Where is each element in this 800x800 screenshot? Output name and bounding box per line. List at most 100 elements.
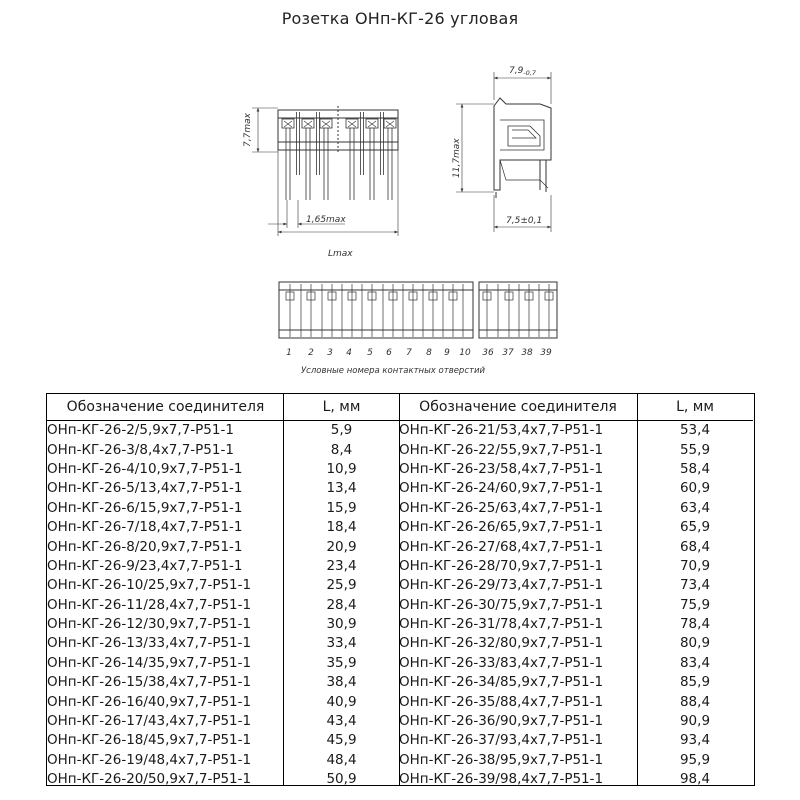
pin-number: 8 <box>426 348 432 358</box>
pin-number: 36 <box>482 348 494 358</box>
column-header-length: L, мм <box>284 394 399 421</box>
pin-number: 6 <box>386 348 392 358</box>
connector-length: 75,9 <box>679 596 711 613</box>
connector-designation: ОНп-КГ-26-4/10,9х7,7-Р51-1 <box>47 460 243 477</box>
column-header-designation: Обозначение соединителя <box>399 394 637 421</box>
connector-designation: ОНп-КГ-26-8/20,9х7,7-Р51-1 <box>47 538 243 555</box>
pin-number: 7 <box>406 348 412 358</box>
dim-base: 7,5±0,1 <box>506 216 542 226</box>
table-divider <box>637 394 638 785</box>
dim-width-top-value: 7,9 <box>509 66 524 76</box>
connector-length: 53,4 <box>679 422 711 439</box>
connector-designation: ОНп-КГ-26-16/40,9х7,7-Р51-1 <box>47 693 252 710</box>
connector-designation: ОНп-КГ-26-27/68,4х7,7-Р51-1 <box>399 538 604 555</box>
connector-length: 8,4 <box>330 441 353 458</box>
column-header-designation: Обозначение соединителя <box>47 394 284 421</box>
connector-designation: ОНп-КГ-26-26/65,9х7,7-Р51-1 <box>399 519 604 536</box>
connector-length: 45,9 <box>326 732 357 749</box>
connector-length: 33,4 <box>326 635 357 652</box>
dim-height-left: 7,7max <box>243 112 253 147</box>
connector-designation: ОНп-КГ-26-2/5,9х7,7-Р51-1 <box>47 422 234 439</box>
connector-length: 30,9 <box>326 616 357 633</box>
table-header-row: Обозначение соединителя L, мм Обозначени… <box>47 394 753 421</box>
connector-length: 50,9 <box>326 771 357 788</box>
connector-designation: ОНп-КГ-26-18/45,9х7,7-Р51-1 <box>47 732 252 749</box>
connector-designation: ОНп-КГ-26-3/8,4х7,7-Р51-1 <box>47 441 234 458</box>
pin-number: 2 <box>308 348 314 358</box>
connector-designation: ОНп-КГ-26-5/13,4х7,7-Р51-1 <box>47 480 243 497</box>
table-row: ОНп-КГ-26-17/43,4х7,7-Р51-1 43,4 ОНп-КГ-26… <box>47 712 753 731</box>
connector-length: 88,4 <box>679 693 711 710</box>
connector-length: 70,9 <box>679 557 711 574</box>
pin-number: 9 <box>444 348 450 358</box>
connector-designation: ОНп-КГ-26-17/43,4х7,7-Р51-1 <box>47 713 252 730</box>
connector-length: 95,9 <box>679 751 711 768</box>
connector-drawing: 7,7max 1,65max Lmax 7,9-0,7 11,7max 7,5±… <box>243 66 558 358</box>
table-row: ОНп-КГ-26-4/10,9х7,7-Р51-1 10,9 ОНп-КГ-26-… <box>47 460 753 479</box>
connector-length: 58,4 <box>679 460 711 477</box>
connector-designation: ОНп-КГ-26-25/63,4х7,7-Р51-1 <box>399 499 604 516</box>
connector-length: 78,4 <box>679 616 711 633</box>
table-divider <box>399 394 400 785</box>
connector-length: 25,9 <box>326 577 357 594</box>
connector-length: 90,9 <box>679 713 711 730</box>
connector-designation: ОНп-КГ-26-24/60,9х7,7-Р51-1 <box>399 480 604 497</box>
dim-length: Lmax <box>328 249 353 259</box>
pin-number: 4 <box>346 348 352 358</box>
pin-number: 10 <box>459 348 471 358</box>
connector-designation: ОНп-КГ-26-36/90,9х7,7-Р51-1 <box>399 713 604 730</box>
table-row: ОНп-КГ-26-3/8,4х7,7-Р51-1 8,4 ОНп-КГ-26-22… <box>47 440 753 459</box>
table-row: ОНп-КГ-26-13/33,4х7,7-Р51-1 33,4 ОНп-КГ-26… <box>47 634 753 653</box>
connector-designation: ОНп-КГ-26-30/75,9х7,7-Р51-1 <box>399 596 604 613</box>
connector-length: 98,4 <box>679 771 711 788</box>
page-title: Розетка ОНп-КГ-26 угловая <box>281 9 519 28</box>
dim-height-right: 11,7max <box>452 138 462 178</box>
connector-designation: ОНп-КГ-26-35/88,4х7,7-Р51-1 <box>399 693 604 710</box>
connector-designation: ОНп-КГ-26-23/58,4х7,7-Р51-1 <box>399 460 604 477</box>
dim-width-top-tolerance: -0,7 <box>523 69 537 77</box>
pin-number: 38 <box>521 348 533 358</box>
table-row: ОНп-КГ-26-8/20,9х7,7-Р51-1 20,9 ОНп-КГ-26-… <box>47 537 753 556</box>
dim-pitch: 1,65max <box>306 215 346 225</box>
connector-designation: ОНп-КГ-26-11/28,4х7,7-Р51-1 <box>47 596 252 613</box>
connector-designation: ОНп-КГ-26-22/55,9х7,7-Р51-1 <box>399 441 604 458</box>
connector-designation: ОНп-КГ-26-33/83,4х7,7-Р51-1 <box>399 654 604 671</box>
connector-length: 38,4 <box>326 674 357 691</box>
connector-designation: ОНп-КГ-26-20/50,9х7,7-Р51-1 <box>47 771 252 788</box>
connector-length: 73,4 <box>679 577 711 594</box>
connector-length: 20,9 <box>326 538 357 555</box>
pin-number: 39 <box>540 348 552 358</box>
connector-length: 43,4 <box>326 713 357 730</box>
connector-designation: ОНп-КГ-26-7/18,4х7,7-Р51-1 <box>47 519 243 536</box>
connector-designation: ОНп-КГ-26-6/15,9х7,7-Р51-1 <box>47 499 243 516</box>
connector-designation: ОНп-КГ-26-39/98,4х7,7-Р51-1 <box>399 771 604 788</box>
connector-length: 93,4 <box>679 732 711 749</box>
connector-designation: ОНп-КГ-26-32/80,9х7,7-Р51-1 <box>399 635 604 652</box>
connector-designation: ОНп-КГ-26-15/38,4х7,7-Р51-1 <box>47 674 252 691</box>
pin-numbers-caption: Условные номера контактных отверстий <box>301 366 485 376</box>
connector-designation: ОНп-КГ-26-29/73,4х7,7-Р51-1 <box>399 577 604 594</box>
connector-length: 10,9 <box>326 460 357 477</box>
pin-number: 1 <box>286 348 292 358</box>
connector-designation: ОНп-КГ-26-31/78,4х7,7-Р51-1 <box>399 616 604 633</box>
connector-table: Обозначение соединителя L, мм Обозначени… <box>47 394 753 789</box>
connector-designation: ОНп-КГ-26-12/30,9х7,7-Р51-1 <box>47 616 252 633</box>
connector-designation: ОНп-КГ-26-13/33,4х7,7-Р51-1 <box>47 635 252 652</box>
side-view <box>456 72 552 232</box>
table-divider <box>283 394 284 785</box>
connector-length: 60,9 <box>679 480 711 497</box>
connector-length: 63,4 <box>679 499 711 516</box>
pin-layout-view <box>278 281 558 339</box>
connector-length: 35,9 <box>326 654 357 671</box>
table-row: ОНп-КГ-26-12/30,9х7,7-Р51-1 30,9 ОНп-КГ-26… <box>47 615 753 634</box>
